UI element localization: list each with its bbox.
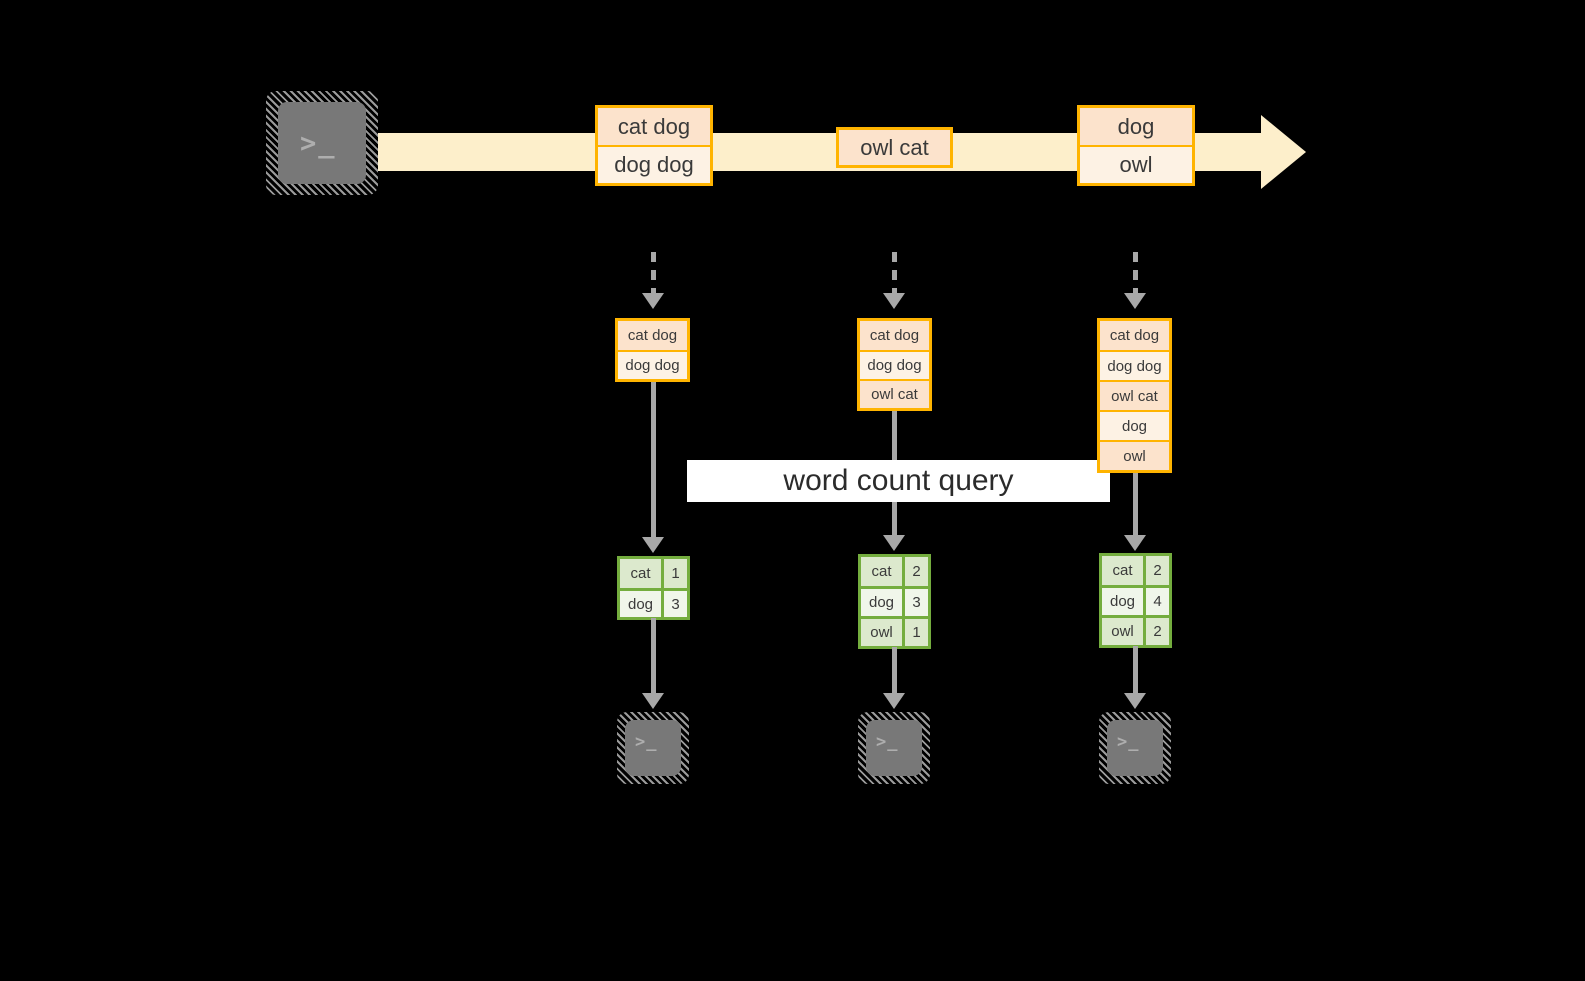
sink-connector-arrow-2 bbox=[883, 693, 905, 709]
sink-connector-2 bbox=[892, 647, 897, 696]
result-row: dog 3 bbox=[861, 586, 928, 616]
query-label-band: word count query bbox=[687, 460, 1110, 502]
snapshot-connector-arrow-1 bbox=[642, 293, 664, 309]
result-count: 2 bbox=[1146, 556, 1169, 585]
sink-terminal-3[interactable]: >_ bbox=[1099, 712, 1171, 784]
result-row: cat 2 bbox=[1102, 556, 1169, 585]
snapshot-3[interactable]: cat dog dog dog owl cat dog owl bbox=[1097, 318, 1172, 473]
terminal-prompt-icon: >_ bbox=[635, 732, 658, 752]
source-terminal[interactable]: >_ bbox=[266, 91, 378, 195]
sink-connector-1 bbox=[651, 618, 656, 696]
stream-record-2[interactable]: owl cat bbox=[836, 127, 953, 168]
result-word: cat bbox=[861, 557, 905, 586]
snapshot-line: owl bbox=[1100, 440, 1169, 470]
terminal-body bbox=[1107, 720, 1163, 776]
result-row: cat 1 bbox=[620, 559, 687, 588]
stream-record-line: cat dog bbox=[598, 108, 710, 145]
result-table-2[interactable]: cat 2 dog 3 owl 1 bbox=[858, 554, 931, 649]
snapshot-1[interactable]: cat dog dog dog bbox=[615, 318, 690, 382]
sink-connector-3 bbox=[1133, 646, 1138, 696]
snapshot-connector-arrow-2 bbox=[883, 293, 905, 309]
query-connector-arrow-1 bbox=[642, 537, 664, 553]
result-row: owl 1 bbox=[861, 616, 928, 646]
stream-record-line: dog bbox=[1080, 108, 1192, 145]
result-word: owl bbox=[1102, 615, 1146, 645]
result-table-3[interactable]: cat 2 dog 4 owl 2 bbox=[1099, 553, 1172, 648]
result-row: owl 2 bbox=[1102, 615, 1169, 645]
stream-record-3[interactable]: dog owl bbox=[1077, 105, 1195, 186]
result-word: cat bbox=[620, 559, 664, 588]
stream-record-line: owl cat bbox=[839, 130, 950, 165]
snapshot-line: dog dog bbox=[1100, 350, 1169, 380]
query-label-text: word count query bbox=[783, 464, 1014, 497]
stream-record-1[interactable]: cat dog dog dog bbox=[595, 105, 713, 186]
sink-terminal-2[interactable]: >_ bbox=[858, 712, 930, 784]
result-count: 3 bbox=[905, 586, 928, 616]
snapshot-2[interactable]: cat dog dog dog owl cat bbox=[857, 318, 932, 411]
result-count: 2 bbox=[905, 557, 928, 586]
result-count: 3 bbox=[664, 588, 687, 617]
snapshot-line: dog bbox=[1100, 410, 1169, 440]
result-word: owl bbox=[861, 616, 905, 646]
result-word: dog bbox=[620, 588, 664, 617]
snapshot-line: dog dog bbox=[860, 350, 929, 379]
result-row: dog 4 bbox=[1102, 585, 1169, 615]
stream-record-line: owl bbox=[1080, 145, 1192, 183]
result-count: 1 bbox=[664, 559, 687, 588]
snapshot-connector-2 bbox=[892, 252, 897, 296]
snapshot-line: cat dog bbox=[860, 321, 929, 350]
query-connector-3 bbox=[1133, 440, 1138, 540]
sink-connector-arrow-1 bbox=[642, 693, 664, 709]
snapshot-connector-arrow-3 bbox=[1124, 293, 1146, 309]
snapshot-line: cat dog bbox=[1100, 321, 1169, 350]
terminal-body bbox=[625, 720, 681, 776]
sink-connector-arrow-3 bbox=[1124, 693, 1146, 709]
query-connector-arrow-3 bbox=[1124, 535, 1146, 551]
stream-record-line: dog dog bbox=[598, 145, 710, 183]
result-word: dog bbox=[861, 586, 905, 616]
result-count: 1 bbox=[905, 616, 928, 646]
result-table-1[interactable]: cat 1 dog 3 bbox=[617, 556, 690, 620]
result-count: 2 bbox=[1146, 615, 1169, 645]
snapshot-line: cat dog bbox=[618, 321, 687, 350]
terminal-body bbox=[866, 720, 922, 776]
query-connector-arrow-2 bbox=[883, 535, 905, 551]
terminal-prompt-icon: >_ bbox=[300, 128, 337, 159]
terminal-prompt-icon: >_ bbox=[1117, 732, 1140, 752]
query-connector-2 bbox=[892, 380, 897, 538]
snapshot-connector-3 bbox=[1133, 252, 1138, 296]
query-connector-1 bbox=[651, 380, 656, 540]
result-word: cat bbox=[1102, 556, 1146, 585]
snapshot-line: dog dog bbox=[618, 350, 687, 379]
result-count: 4 bbox=[1146, 585, 1169, 615]
stream-arrowhead bbox=[1261, 115, 1306, 189]
result-row: cat 2 bbox=[861, 557, 928, 586]
terminal-body bbox=[278, 102, 366, 184]
snapshot-connector-1 bbox=[651, 252, 656, 296]
snapshot-line: owl cat bbox=[1100, 380, 1169, 410]
result-row: dog 3 bbox=[620, 588, 687, 617]
terminal-prompt-icon: >_ bbox=[876, 732, 899, 752]
result-word: dog bbox=[1102, 585, 1146, 615]
sink-terminal-1[interactable]: >_ bbox=[617, 712, 689, 784]
snapshot-line: owl cat bbox=[860, 379, 929, 408]
